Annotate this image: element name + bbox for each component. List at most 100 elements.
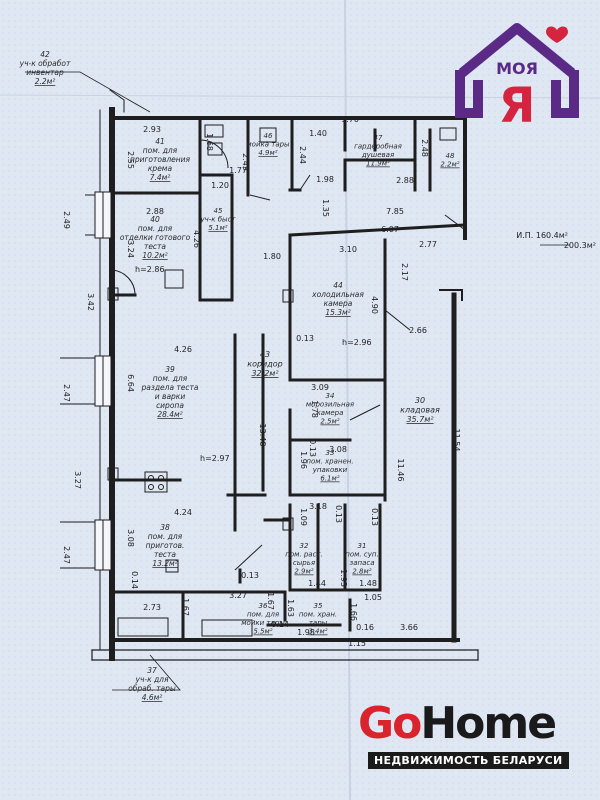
dimension-label: 3.27	[73, 471, 82, 489]
moya-logo: МОЯ Я	[452, 18, 582, 134]
dimension-label: 2.93	[143, 125, 161, 134]
room-name-line: крема	[148, 164, 173, 173]
dimension-label: 2.88	[146, 207, 164, 216]
dimension-label: 0.14	[271, 620, 289, 629]
dimension-label: 1.98	[316, 175, 334, 184]
room-area: 6.1м²	[320, 475, 339, 483]
room-number: 37	[147, 666, 157, 675]
dimension-label: 1.09	[299, 508, 308, 526]
room-number: 39	[165, 365, 175, 374]
dimension-label: 2.49	[62, 211, 71, 229]
room-name-line: пом. для	[143, 146, 178, 155]
dimension-label: 2.47	[62, 546, 71, 564]
room-name-line: сырья	[293, 559, 315, 567]
room-name-line: холодильная	[311, 290, 364, 299]
room-number: 46	[264, 132, 273, 140]
ceiling-height-label: h=2.96	[342, 338, 372, 347]
interior-walls	[110, 116, 467, 642]
room-name-line: теста	[144, 242, 166, 251]
dimension-label: 0.16	[356, 623, 374, 632]
leader-lines	[25, 71, 570, 691]
dimension-label: 1.35	[321, 199, 330, 217]
dimension-label: 6.07	[381, 225, 399, 234]
room-name-line: отделки готового	[120, 233, 191, 242]
room-name-line: пом. для	[153, 374, 188, 383]
room-number: 45	[214, 207, 223, 215]
dimension-label: 1.96	[299, 451, 308, 469]
room-name-line: уч-к быст	[199, 216, 236, 224]
room-name-line: уч-к для	[135, 675, 169, 684]
room-name-line: пом. хранен.	[306, 458, 353, 466]
dimension-label: 1.20	[211, 181, 229, 190]
dimension-label: 1.68	[205, 133, 214, 151]
dimension-label: 11.46	[396, 459, 405, 482]
room-name-line: пом. раст.	[285, 551, 322, 559]
dimension-label: 1.48	[359, 579, 377, 588]
dimension-label: 7.85	[386, 207, 404, 216]
gohome-watermark: GoHome НЕДВИЖИМОСТЬ БЕЛАРУСИ	[358, 698, 569, 780]
dimension-label: 1.66	[349, 603, 358, 621]
dimension-label: 2.88	[396, 176, 414, 185]
dimension-label: 0.13	[308, 439, 317, 457]
room-number: 40	[150, 215, 160, 224]
dimension-label: 3.10	[339, 245, 357, 254]
room-name-line: сиропа	[156, 401, 184, 410]
dimension-label: 2.47	[62, 384, 71, 402]
dimension-label: 2.48	[420, 139, 429, 157]
dimension-label: 2.66	[409, 326, 427, 335]
room-name-line: коридор	[247, 360, 283, 369]
room-number: 36	[259, 602, 268, 610]
dimension-label: 3.08	[329, 445, 347, 454]
room-name-line: пом. суп.	[345, 551, 378, 559]
paper-fold	[0, 94, 600, 99]
gohome-go: Go	[358, 698, 422, 749]
dimension-label: 0.13	[370, 508, 379, 526]
moya-logo-graphic: МОЯ Я	[455, 23, 579, 134]
room-area: 13.2м²	[152, 559, 177, 568]
heart-icon	[546, 26, 568, 43]
dimension-label: 2.44	[298, 146, 307, 164]
room-number: 30	[415, 396, 425, 405]
dimension-label: 3.42	[86, 293, 95, 311]
room-name-line: мойка тары	[246, 141, 290, 149]
dimension-label: 3.66	[400, 623, 418, 632]
windows	[60, 191, 112, 571]
dimension-label: 3.24	[126, 240, 135, 258]
dimension-label: 13.48	[258, 424, 267, 447]
dimension-label: 0.13	[296, 334, 314, 343]
room-name-line: мойки тары	[241, 619, 285, 627]
room-area: 15.3м²	[325, 308, 350, 317]
room-number: 41	[155, 137, 165, 146]
dimension-label: 4.26	[192, 230, 201, 248]
room-area: 28.4м²	[157, 410, 182, 419]
dimension-label: 11.54	[452, 429, 461, 452]
room-area: 3.4м²	[308, 628, 327, 636]
room-number: 35	[314, 602, 323, 610]
room-name-line: обраб. тары	[128, 684, 176, 693]
room-area: 2.5м²	[320, 418, 339, 426]
dimension-label: 3.27	[229, 591, 247, 600]
total-area-label: И.П. 160.4м²	[516, 231, 568, 240]
fixtures	[107, 124, 457, 637]
dimension-label: 1.77	[229, 166, 247, 175]
gohome-subtitle: НЕДВИЖИМОСТЬ БЕЛАРУСИ	[368, 752, 569, 769]
dimension-label: 4.24	[174, 508, 192, 517]
dimension-label: 1.70	[341, 115, 359, 124]
room-number: 34	[326, 392, 335, 400]
room-name-line: и варки	[155, 392, 186, 401]
gohome-wordmark: GoHome	[358, 698, 557, 749]
room-area: 4.9м²	[258, 149, 277, 157]
room-name-line: раздела теста	[141, 383, 199, 392]
height-labels: h=2.86h=2.96h=2.97	[135, 265, 372, 463]
dimension-label: 4.26	[174, 345, 192, 354]
room-number: 42	[40, 50, 50, 59]
room-name-line: запаса	[349, 559, 374, 567]
dimension-label: 2.17	[400, 263, 409, 281]
dimension-label: 3.08	[126, 529, 135, 547]
room-area: 2.2м²	[35, 77, 56, 86]
dimension-label: 1.63	[286, 599, 295, 617]
room-name-line: теста	[154, 550, 176, 559]
